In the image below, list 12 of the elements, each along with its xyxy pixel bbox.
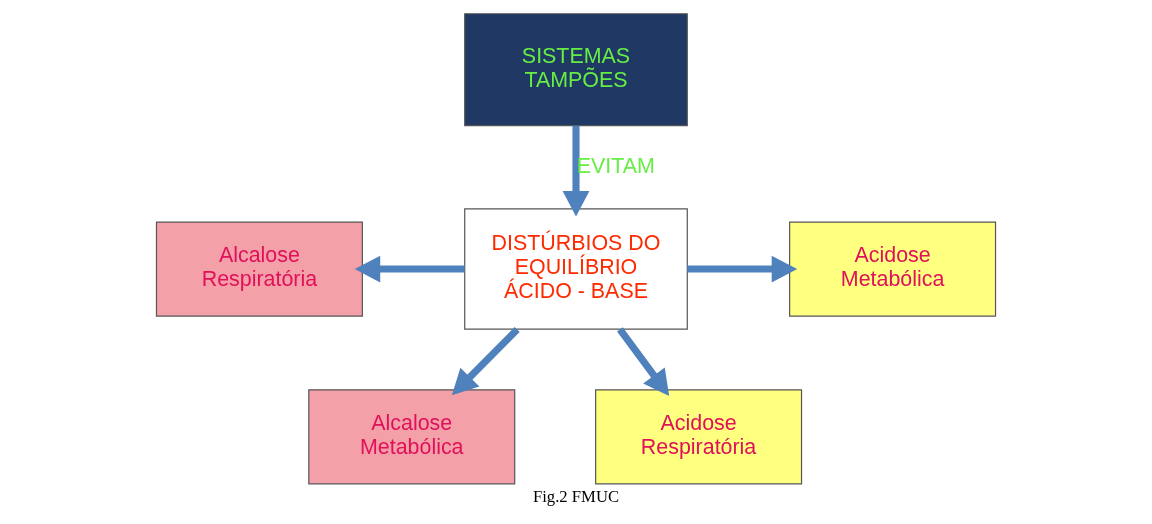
node-box: Alcalose Respiratória [155,220,363,317]
node-box: DISTÚRBIOS DO EQUILÍBRIO ÁCIDO - BASE [464,207,688,330]
arrow [354,255,465,282]
arrow [451,326,520,395]
node-box: Acidose Metabólica [789,220,997,317]
node-box: Alcalose Metabólica [308,388,516,484]
arrow [617,326,670,396]
node-box: SISTEMAS TAMPÕES [464,12,688,126]
node-box: Acidose Respiratória [595,388,803,484]
arrow [687,255,798,282]
caption: Fig.2 FMUC [532,486,620,506]
arrow [562,125,590,216]
